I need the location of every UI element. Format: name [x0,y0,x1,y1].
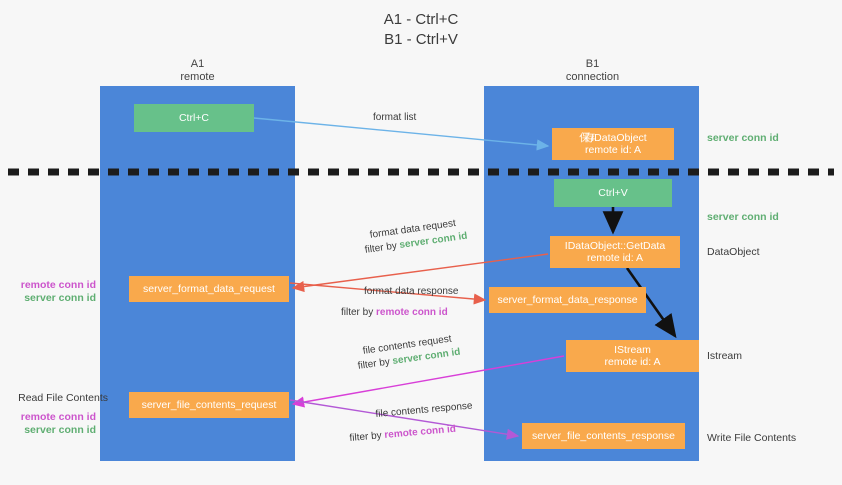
box-ctrl-v-label: Ctrl+V [598,186,628,199]
annotation-server-conn-id-2: server conn id [24,424,96,436]
box-server-format-data-request-label: server_format_data_request [143,282,275,295]
lane-header-a1: A1 remote [120,58,275,84]
box-istream-label: IStream [614,343,651,356]
edge-label-format-list: format list [373,111,416,124]
annotation-read-file-contents: Read File Contents [18,392,108,404]
annotation-server-conn-id-1: server conn id [24,292,96,304]
box-server-file-contents-response-label: server_file_contents_response [531,429,675,442]
box-save-idataobject[interactable]: 保存IDataObject remote id: A [552,128,674,160]
box-server-file-contents-request-label: server_file_contents_request [141,398,277,411]
annotation-conn-ids-upper: remote conn id server conn id [8,279,96,305]
box-istream[interactable]: IStream remote id: A [566,340,699,372]
annotation-remote-conn-id-2: remote conn id [20,411,96,423]
edge-filter-key-4: remote conn id [383,423,457,441]
annotation-server-conn-id-top: server conn id [707,132,779,144]
lane-a-name: A1 [190,58,205,70]
box-save-idataobject-title: IDataObject [591,131,647,144]
edge-filter-file-contents-response: filter by remote conn id [349,423,456,445]
annotation-server-conn-id-mid: server conn id [707,211,779,223]
edge-filter-prefix-4: filter by [349,429,385,444]
edge-filter-prefix-2: filter by [341,307,377,318]
lane-b-role: connection [565,71,620,83]
box-server-file-contents-request[interactable]: server_file_contents_request [129,392,289,418]
annotation-write-file-contents: Write File Contents [707,432,797,444]
edge-filter-prefix-1: filter by [364,240,401,256]
edge-filter-prefix-3: filter by [357,356,394,372]
box-ctrl-c[interactable]: Ctrl+C [134,104,254,132]
title-line-1: A1 - Ctrl+C [383,11,459,28]
box-ctrl-v[interactable]: Ctrl+V [554,179,672,207]
box-ctrl-c-label: Ctrl+C [178,111,210,124]
lane-b-name: B1 [585,58,600,70]
box-server-format-data-response[interactable]: server_format_data_response [489,287,646,313]
cjk-glyph-prefix: 保存 [579,131,595,144]
box-save-idataobject-sub: remote id: A [584,144,642,156]
edge-label-file-contents-response: file contents response [375,400,473,421]
annotation-conn-ids-lower: remote conn id server conn id [8,411,96,437]
box-idataobject-getdata[interactable]: IDataObject::GetData remote id: A [550,236,680,268]
annotation-dataobject: DataObject [707,246,760,258]
edge-label-file-contents-response-text: file contents response [375,400,473,420]
title-line-2: B1 - Ctrl+V [384,31,458,48]
diagram-title: A1 - Ctrl+C B1 - Ctrl+V [0,10,842,50]
edge-label-format-list-text: format list [373,112,417,123]
box-server-format-data-response-label: server_format_data_response [497,293,638,306]
box-server-file-contents-response[interactable]: server_file_contents_response [522,423,685,449]
edge-filter-format-data-response: filter by remote conn id [341,306,448,319]
annotation-remote-conn-id-1: remote conn id [20,279,96,291]
lane-header-b1: B1 connection [525,58,660,84]
edge-label-format-data-response: format data response [364,285,459,298]
box-server-format-data-request[interactable]: server_format_data_request [129,276,289,302]
edge-label-format-data-response-text: format data response [364,286,459,297]
lane-a-role: remote [180,71,215,83]
edge-filter-key-2: remote conn id [376,307,448,318]
box-istream-sub: remote id: A [604,356,661,368]
box-getdata-sub: remote id: A [586,252,644,264]
box-save-idataobject-label: 保存IDataObject [579,132,646,145]
annotation-istream: Istream [707,350,743,362]
box-getdata-label: IDataObject::GetData [564,239,666,252]
